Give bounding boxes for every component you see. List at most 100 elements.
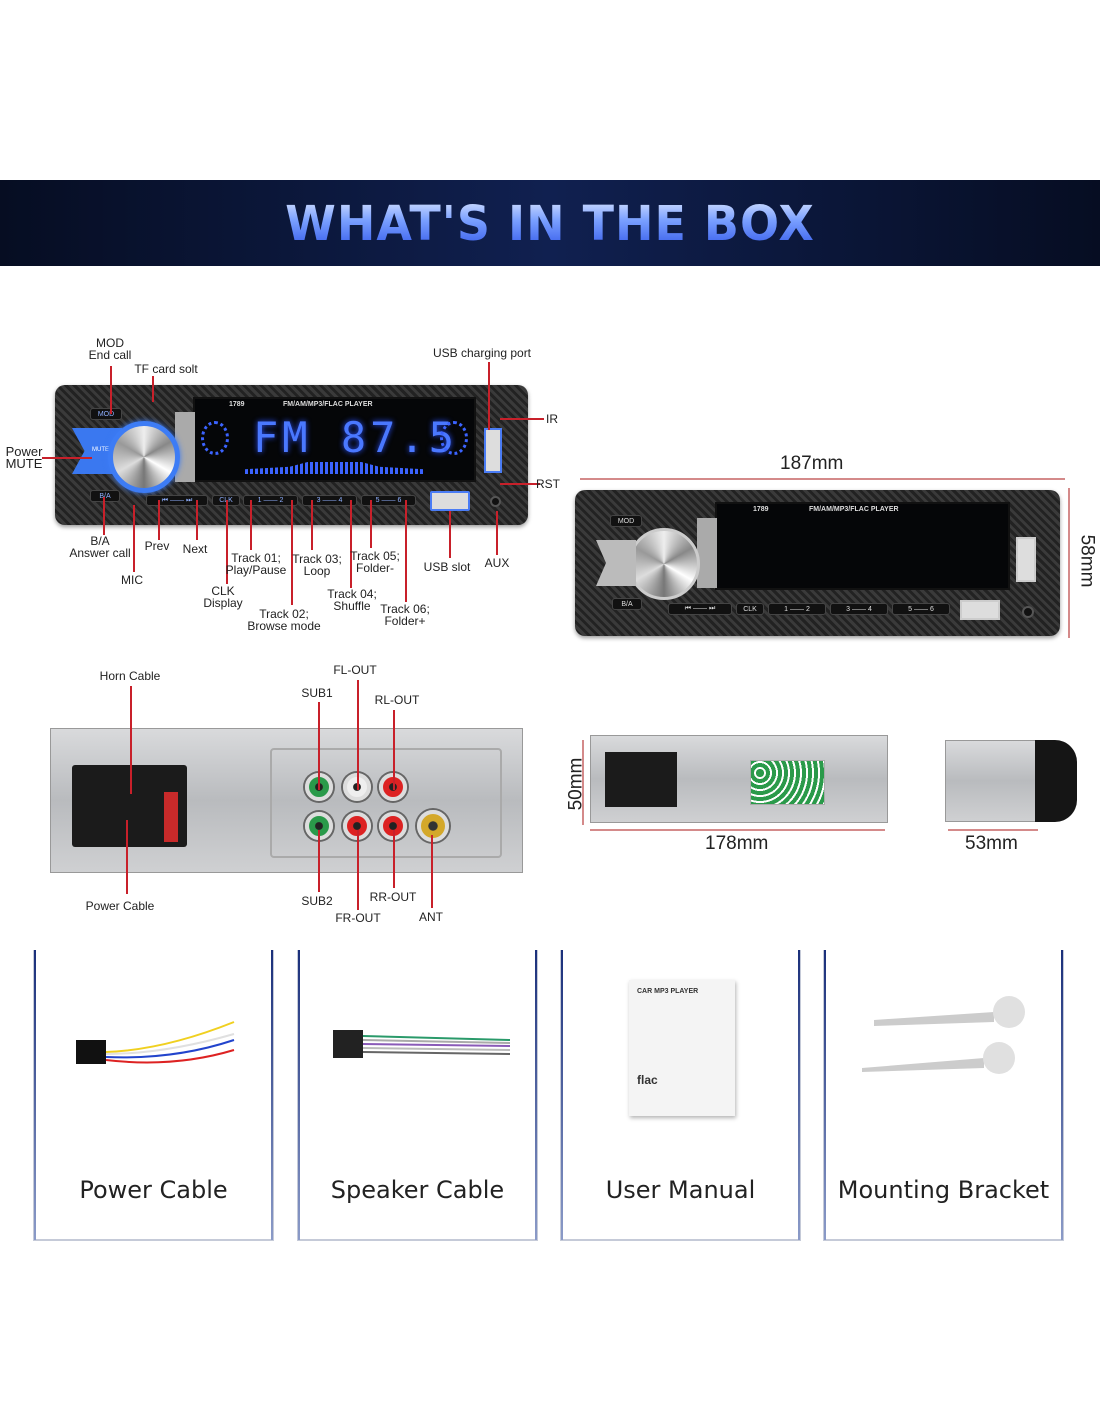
leader-line <box>318 702 320 790</box>
leader-line <box>103 497 105 535</box>
label-rl-out: RL-OUT <box>374 693 420 707</box>
mute-label: MUTE <box>92 447 109 453</box>
mod-button[interactable]: MOD <box>90 408 122 420</box>
manual-flac-logo: flac <box>637 1073 658 1087</box>
model-number: 1789 <box>753 506 769 513</box>
leader-line <box>357 680 359 790</box>
leader-line <box>405 500 407 602</box>
speaker-cable-image <box>333 1030 511 1058</box>
player-title: FM/AM/MP3/FLAC PLAYER <box>283 401 373 408</box>
side-faceplate <box>1035 740 1077 822</box>
player-title: FM/AM/MP3/FLAC PLAYER <box>809 506 899 513</box>
label-fl-out: FL-OUT <box>333 663 377 677</box>
item-card-user-manual: CAR MP3 PLAYER flac User Manual <box>560 950 801 1241</box>
volume-knob-plain <box>628 528 700 600</box>
label-ir: IR <box>546 412 558 426</box>
leader-line <box>158 500 160 540</box>
antenna-jack <box>417 810 449 842</box>
mod-button-plain: MOD <box>610 515 642 527</box>
width-dimension: 187mm <box>780 453 844 474</box>
label-sub1: SUB1 <box>301 686 333 700</box>
display-screen: 1789 FM/AM/MP3/FLAC PLAYER FM 87.5 <box>193 397 476 482</box>
leader-line <box>291 500 293 605</box>
label-mic: MIC <box>121 573 143 587</box>
fuse <box>164 792 178 842</box>
label-tf-card: TF card solt <box>134 362 198 376</box>
leader-line <box>449 511 451 558</box>
leader-line <box>948 829 1038 831</box>
label-track04: Track 04;Shuffle <box>327 587 377 613</box>
leader-line <box>500 483 540 485</box>
leader-line <box>488 362 490 430</box>
depth-dimension: 53mm <box>965 833 1018 854</box>
leader-line <box>318 830 320 892</box>
leader-line <box>431 835 433 908</box>
preset-1-2-button[interactable]: 1 —— 2 <box>243 495 298 506</box>
speaker-graphic-right <box>440 421 468 455</box>
label-next: Next <box>182 542 208 556</box>
label-rst: RST <box>536 477 560 491</box>
label-track06: Track 06;Folder+ <box>380 602 430 628</box>
rear-width-dimension: 178mm <box>705 833 769 854</box>
label-ant: ANT <box>419 910 443 924</box>
item-label: Mounting Bracket <box>837 1176 1050 1204</box>
volume-knob[interactable] <box>108 421 180 493</box>
leader-line <box>590 829 885 831</box>
leader-line <box>42 457 92 459</box>
label-track03: Track 03;Loop <box>292 552 342 578</box>
leader-line <box>500 418 544 420</box>
prev-next-plain: ⏮ —— ⏭ <box>668 603 732 615</box>
leader-line <box>496 511 498 555</box>
power-cable-image <box>76 1021 235 1064</box>
iso-connector-small <box>605 752 677 807</box>
leader-line <box>152 376 154 402</box>
leader-line <box>357 830 359 910</box>
label-fr-out: FR-OUT <box>335 911 381 925</box>
display-off: 1789 FM/AM/MP3/FLAC PLAYER <box>715 502 1010 590</box>
leader-line <box>580 478 1065 480</box>
leader-line <box>311 500 313 550</box>
page-title: WHAT'S IN THE BOX <box>285 194 815 252</box>
label-track01: Track 01;Play/Pause <box>225 551 287 577</box>
display-bevel <box>697 518 717 588</box>
leader-line <box>393 710 395 790</box>
p34-plain: 3 —— 4 <box>830 603 888 615</box>
aux-jack <box>490 496 501 507</box>
label-sub2: SUB2 <box>301 894 333 908</box>
item-card-mounting-bracket: Mounting Bracket <box>823 950 1064 1241</box>
label-prev: Prev <box>144 539 170 553</box>
label-power-cable: Power Cable <box>85 899 155 913</box>
side-chassis <box>945 740 1045 822</box>
ba-button[interactable]: B/A <box>90 490 120 502</box>
item-card-speaker-cable: Speaker Cable <box>297 950 538 1241</box>
usb-slot <box>430 491 470 511</box>
p12-plain: 1 —— 2 <box>768 603 826 615</box>
leader-line <box>370 500 372 548</box>
model-number: 1789 <box>229 401 245 408</box>
label-aux: AUX <box>484 556 510 570</box>
label-horn-cable: Horn Cable <box>99 669 161 683</box>
leader-line <box>126 820 128 894</box>
leader-line <box>133 505 135 572</box>
label-usb-charging: USB charging port <box>432 346 532 360</box>
rear-height-dimension: 50mm <box>565 757 587 811</box>
speaker-graphic-left <box>201 421 229 455</box>
usb-slot-plain <box>960 600 1000 620</box>
aux-plain <box>1022 606 1034 618</box>
item-label: User Manual <box>605 1176 756 1204</box>
rca-small <box>750 760 825 805</box>
item-label: Power Cable <box>79 1176 228 1204</box>
label-rr-out: RR-OUT <box>369 890 417 904</box>
prev-next-button[interactable]: ⏮ —— ⏭ <box>146 495 208 506</box>
rca-panel <box>270 748 502 858</box>
mounting-bracket-image <box>862 996 1025 1074</box>
preset-3-4-button[interactable]: 3 —— 4 <box>302 495 357 506</box>
preset-5-6-button[interactable]: 5 —— 6 <box>361 495 416 506</box>
label-track05: Track 05;Folder- <box>350 549 400 575</box>
item-card-power-cable: Power Cable <box>33 950 274 1241</box>
leader-line <box>250 500 252 550</box>
item-label: Speaker Cable <box>330 1176 505 1204</box>
